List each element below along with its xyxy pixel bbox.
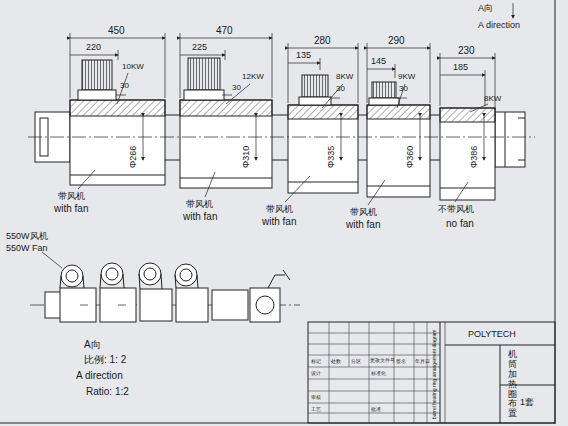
title-block-cell: 更改文件号 xyxy=(370,359,395,364)
title-block-text: barrel heating ring arrangement diagram xyxy=(432,330,437,420)
dimension-value: 30 xyxy=(232,84,241,92)
dimension-value: 30 xyxy=(120,82,129,90)
dimension-value: 220 xyxy=(86,43,101,52)
title-block-text: 机筒加热圈布置 xyxy=(508,350,517,419)
power-rating: 8KW xyxy=(336,73,353,81)
part-label: with fan xyxy=(262,217,296,227)
dimension-value: 30 xyxy=(399,85,408,93)
part-label: 不带风机 xyxy=(438,205,474,214)
part-label: 带风机 xyxy=(266,205,293,214)
view-note: A direction xyxy=(76,371,123,381)
power-rating: 12KW xyxy=(242,73,264,81)
part-label: with fan xyxy=(183,212,217,222)
dimension-value: 470 xyxy=(216,26,233,36)
title-block-cell: 审核 xyxy=(311,395,321,400)
title-block-cell: 年月日 xyxy=(415,359,430,364)
view-note: Ratio: 1:2 xyxy=(86,387,129,397)
dimension-value: 280 xyxy=(314,36,331,46)
view-note: A向 xyxy=(478,4,493,13)
part-label: 带风机 xyxy=(350,208,377,217)
view-note: A direction xyxy=(478,21,520,30)
dimension-value: 450 xyxy=(108,26,125,36)
title-block-cell: 批准 xyxy=(371,407,381,412)
diameter-dimension: Φ310 xyxy=(242,146,251,168)
part-label: 带风机 xyxy=(58,192,85,201)
part-label: with fan xyxy=(54,204,88,214)
diameter-dimension: Φ266 xyxy=(129,146,138,168)
title-block-cell: 签名 xyxy=(396,359,406,364)
title-block-cell: 标记 xyxy=(311,359,321,364)
title-block-text: POLYTECH xyxy=(468,330,516,339)
part-label: 550W Fan xyxy=(6,244,48,253)
title-block-cell: 设计 xyxy=(311,371,321,376)
dimension-value: 290 xyxy=(388,36,405,46)
title-block-cell: 工艺 xyxy=(311,407,321,412)
dimension-value: 145 xyxy=(371,57,386,66)
dimension-value: 230 xyxy=(458,46,475,56)
dimension-value: 135 xyxy=(296,51,311,60)
power-rating: 10KW xyxy=(122,63,144,71)
dimension-value: 30 xyxy=(336,85,345,93)
view-note: A向 xyxy=(84,340,101,350)
view-note: 比例: 1: 2 xyxy=(84,355,126,365)
part-label: with fan xyxy=(346,220,380,230)
diameter-dimension: Φ335 xyxy=(327,146,336,168)
power-rating: 9KW xyxy=(398,73,415,81)
title-block-text: 1套 xyxy=(520,398,534,407)
title-block-cell: 标准化 xyxy=(371,371,386,376)
power-rating: 8KW xyxy=(484,95,501,103)
part-label: no fan xyxy=(446,219,474,229)
part-label: 550W风机 xyxy=(6,232,48,241)
part-label: 带风机 xyxy=(186,200,213,209)
title-block-cell: 处数 xyxy=(331,359,341,364)
diameter-dimension: Φ360 xyxy=(406,146,415,168)
dimension-value: 185 xyxy=(453,63,468,72)
dimension-value: 225 xyxy=(192,43,207,52)
diameter-dimension: Φ386 xyxy=(470,146,479,168)
title-block-cell: 分区 xyxy=(351,359,361,364)
